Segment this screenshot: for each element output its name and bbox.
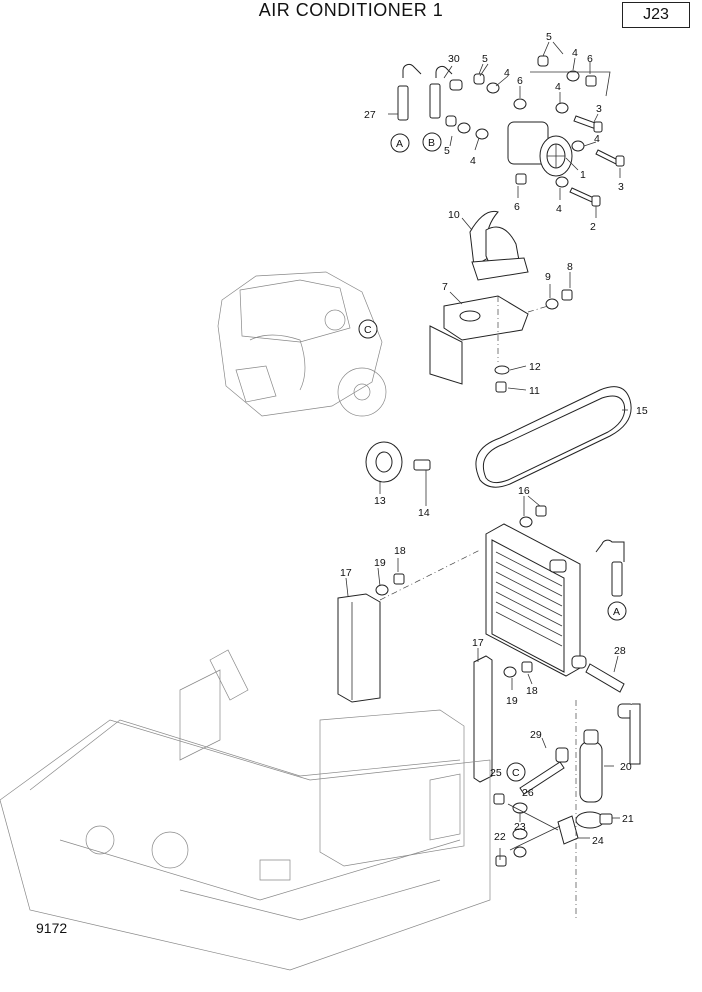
- mount-hardware-right: [503, 661, 533, 678]
- leader-bottom: [507, 803, 561, 851]
- callout-19-a: 19: [374, 557, 386, 569]
- callout-4-b: 4: [572, 47, 578, 59]
- callout-4-f: 4: [556, 203, 562, 215]
- bolts-compressor: [569, 115, 625, 207]
- callout-8: 8: [567, 261, 573, 273]
- receiver-drier-20: [579, 729, 603, 803]
- ref-c-engine: C: [364, 324, 372, 336]
- leader-lines-top: [388, 41, 621, 218]
- callout-13: 13: [374, 495, 386, 507]
- callout-9: 9: [545, 271, 551, 283]
- ref-circle-c-engine: [358, 319, 378, 339]
- v-belt-15: [475, 386, 632, 488]
- clamp-plate-24: [557, 815, 579, 845]
- mount-bracket-17-right: [473, 655, 493, 783]
- centerline-left: [379, 549, 481, 601]
- belt-tensioner-10: [469, 210, 529, 281]
- ref-letters: A B C A C: [364, 137, 620, 779]
- leader-18-19-right: [511, 673, 533, 690]
- ref-b: B: [428, 137, 435, 149]
- ref-circle-a-top: [390, 133, 410, 153]
- callout-4-a: 4: [504, 67, 510, 79]
- machine-frame: [0, 649, 491, 971]
- callout-12: 12: [529, 361, 541, 373]
- callout-26: 26: [522, 787, 534, 799]
- callout-16: 16: [518, 485, 530, 497]
- callout-15: 15: [636, 405, 648, 417]
- callout-4-e: 4: [594, 133, 600, 145]
- ref-circle-b: [422, 132, 442, 152]
- callout-7: 7: [442, 281, 448, 293]
- callout-25: 25: [490, 767, 502, 779]
- drier-clamp-21: [575, 811, 613, 829]
- callout-5-b: 5: [546, 31, 552, 43]
- leader-17-left: [345, 577, 349, 597]
- callout-30: 30: [448, 53, 460, 65]
- bracket-hardware: [494, 289, 573, 393]
- callout-10: 10: [448, 209, 460, 221]
- page-title: AIR CONDITIONER 1: [258, 0, 444, 20]
- page-code-box: J23: [622, 2, 690, 28]
- mount-hardware-left: [375, 573, 405, 596]
- callout-17-a: 17: [340, 567, 352, 579]
- bolt-29: [519, 747, 569, 795]
- leader-22-23: [499, 812, 521, 860]
- hose-27: [397, 63, 422, 121]
- callout-2: 2: [590, 221, 596, 233]
- condenser: [485, 523, 581, 677]
- ref-circle-c-bottom: [506, 762, 526, 782]
- callout-20: 20: [620, 761, 632, 773]
- callout-labels: 27 30 5 4 6 5 4 6 4 3 5 4 4 1 3 6 4 2 10…: [340, 31, 648, 847]
- callout-3-a: 3: [596, 103, 602, 115]
- condenser-bolts-16: [519, 505, 547, 528]
- callout-24: 24: [592, 835, 604, 847]
- hose-30: [429, 65, 463, 119]
- hose-to-drier: [617, 703, 641, 765]
- ref-a-condenser: A: [613, 606, 620, 618]
- callout-3-b: 3: [618, 181, 624, 193]
- leader-28: [613, 655, 619, 673]
- callout-5-a: 5: [482, 53, 488, 65]
- callout-17-b: 17: [472, 637, 484, 649]
- ref-a-top: A: [396, 138, 403, 150]
- ref-circle-a-condenser: [607, 601, 627, 621]
- callout-4-d: 4: [470, 155, 476, 167]
- leader-29: [541, 737, 547, 749]
- callout-18-a: 18: [394, 545, 406, 557]
- callout-27: 27: [364, 109, 376, 121]
- callout-19-b: 19: [506, 695, 518, 707]
- ref-c-bottom: C: [512, 767, 520, 779]
- bottom-hardware: [493, 793, 528, 867]
- callout-28: 28: [614, 645, 626, 657]
- leader-lines-bracket: [449, 217, 571, 391]
- callout-6-a: 6: [517, 75, 523, 87]
- leader-16: [523, 495, 541, 516]
- callout-6-b: 6: [587, 53, 593, 65]
- callout-5-c: 5: [444, 145, 450, 157]
- mount-bracket-17-left: [337, 593, 381, 703]
- callout-22: 22: [494, 831, 506, 843]
- callout-14: 14: [418, 507, 430, 519]
- washers-top: [445, 55, 597, 188]
- pulley-13: [365, 441, 431, 483]
- callout-18-b: 18: [526, 685, 538, 697]
- leader-18-19-left: [377, 558, 399, 587]
- callout-4-c: 4: [555, 81, 561, 93]
- pipe-28: [571, 655, 625, 693]
- callout-29: 29: [530, 729, 542, 741]
- callout-23: 23: [514, 821, 526, 833]
- drawing-number: 9172: [36, 920, 68, 936]
- callout-6-c: 6: [514, 201, 520, 213]
- hose-a-condenser: [595, 539, 625, 597]
- callout-1: 1: [580, 169, 586, 181]
- engine-outline: [217, 271, 387, 417]
- compressor: [507, 121, 573, 177]
- callout-21: 21: [622, 813, 634, 825]
- bracket-7: [429, 295, 529, 385]
- callout-11: 11: [529, 385, 540, 397]
